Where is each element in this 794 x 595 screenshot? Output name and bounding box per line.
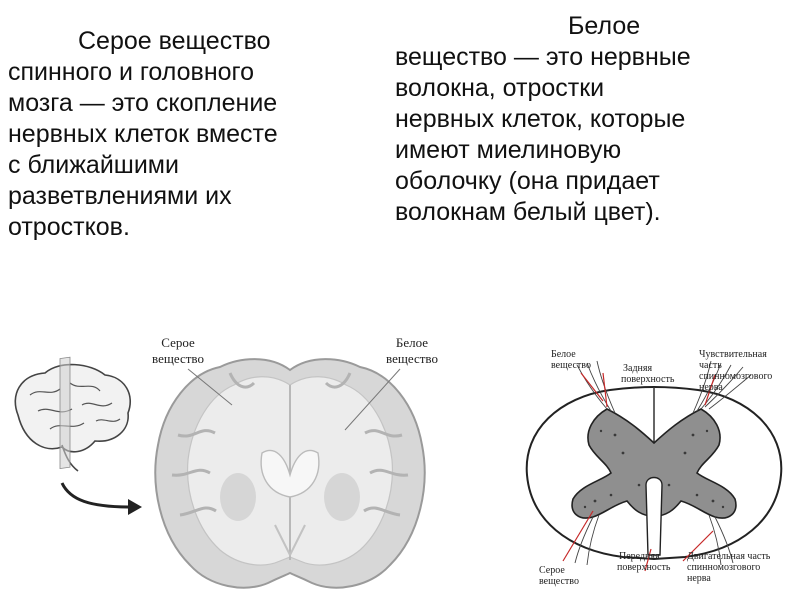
cord-label-motor-2: спинномозгового — [687, 562, 760, 573]
brain-leader-white — [344, 368, 401, 431]
cord-label-sensory-4: нерва — [699, 382, 723, 393]
brain-leader-grey — [187, 368, 233, 406]
white-matter-line-1: Белое — [568, 12, 641, 40]
spinal-cord-figure: Белое вещество Задняя поверхность Чувств… — [525, 349, 783, 587]
grey-matter-line-7: отростков. — [8, 213, 130, 241]
whole-brain-sketch — [14, 356, 131, 472]
arrow-icon — [60, 482, 131, 509]
brain-section-figure: Серое вещество Белое вещество — [14, 335, 438, 589]
white-matter-line-7: волокнам белый цвет). — [395, 198, 661, 226]
brain-label-white-2: вещество — [386, 351, 438, 366]
cord-label-sensory-3: спинномозгового — [699, 371, 772, 382]
cord-label-white-1: Белое — [551, 349, 576, 360]
white-matter-definition: Белое вещество — это нервные волокна, от… — [395, 11, 787, 228]
cord-label-dorsal-2: поверхность — [621, 374, 675, 385]
white-matter-line-5: имеют миелиновую — [395, 136, 622, 164]
white-matter-line-6: оболочку (она придает — [395, 167, 660, 195]
white-matter-line-4: нервных клеток, которые — [395, 105, 686, 133]
cord-label-motor-1: Двигательная часть — [687, 551, 771, 562]
grey-matter-line-6: разветвлениями их — [8, 182, 232, 210]
grey-matter-line-3: мозга — это скопление — [8, 89, 278, 117]
cord-label-ventral-1: Передняя — [619, 551, 660, 562]
cord-label-sensory-1: Чувствительная — [699, 349, 767, 360]
cord-label-motor-3: нерва — [687, 573, 711, 584]
grey-matter-line-2: спинного и головного — [8, 58, 255, 86]
brain-label-grey-2: вещество — [152, 351, 204, 366]
grey-matter-line-1: Серое вещество — [78, 27, 271, 55]
cord-label-ventral-2: поверхность — [617, 562, 671, 573]
coronal-section — [154, 358, 426, 589]
brain-label-white-1: Белое — [396, 335, 428, 350]
cord-label-dorsal-1: Задняя — [623, 363, 652, 374]
brain-label-grey-1: Серое — [161, 335, 195, 350]
grey-matter-line-5: с ближайшими — [8, 151, 179, 179]
cord-label-white-2: вещество — [551, 360, 591, 371]
white-matter-line-3: волокна, отростки — [395, 74, 605, 102]
grey-matter-line-4: нервных клеток вместе — [8, 120, 278, 148]
cord-label-grey-1: Серое — [539, 565, 565, 576]
cord-label-sensory-2: часть — [699, 360, 722, 371]
cord-label-grey-2: вещество — [539, 576, 579, 587]
grey-matter-definition: Серое вещество спинного и головного мозг… — [8, 26, 370, 243]
white-matter-line-2: вещество — это нервные — [395, 43, 691, 71]
